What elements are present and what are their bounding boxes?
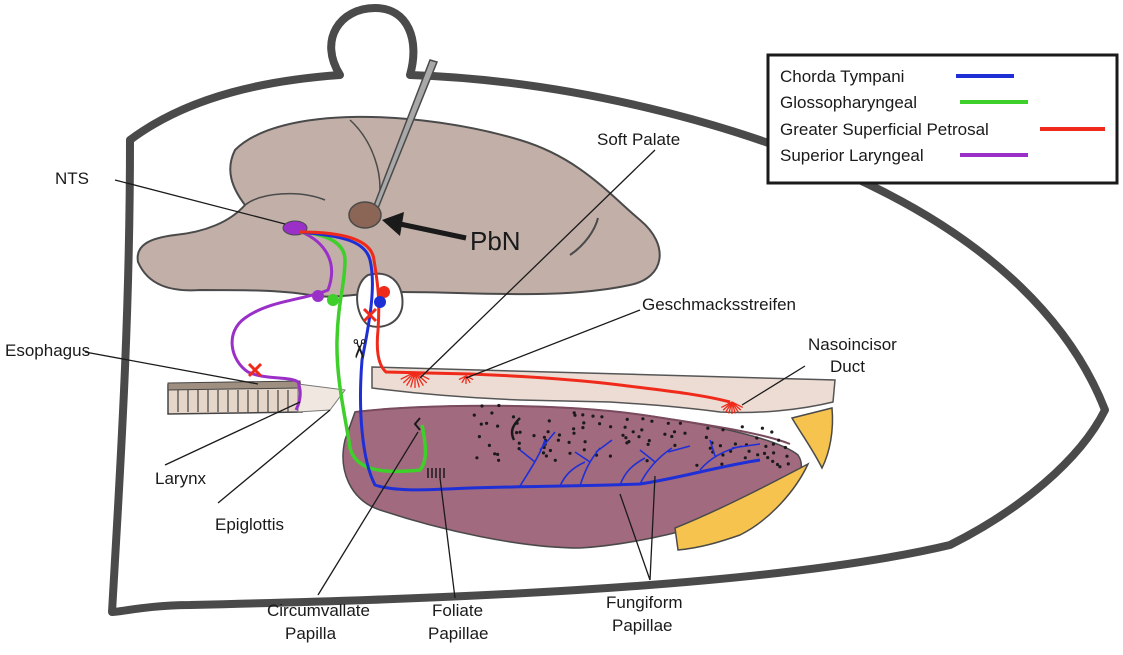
label-foliate-1: Foliate — [432, 601, 483, 620]
label-soft-palate: Soft Palate — [597, 130, 680, 149]
label-circumvallate-2: Papilla — [285, 624, 337, 643]
legend-label-superior-laryngeal: Superior Laryngeal — [780, 146, 924, 165]
label-epiglottis: Epiglottis — [215, 515, 284, 534]
chorda-tympani-ganglion — [374, 296, 386, 308]
label-nts: NTS — [55, 169, 89, 188]
label-pbn: PbN — [470, 226, 521, 256]
glossopharyngeal-ganglion — [327, 294, 339, 306]
label-esophagus: Esophagus — [5, 341, 90, 360]
label-fungiform-1: Fungiform — [606, 593, 683, 612]
scissors-icon: ✂ — [343, 338, 373, 360]
pbn-nucleus — [349, 202, 381, 228]
superior-laryngeal-ganglion — [312, 290, 324, 302]
label-nasoincisor-2: Duct — [830, 357, 865, 376]
legend-label-greater-superficial-petrosal: Greater Superficial Petrosal — [780, 120, 989, 139]
esophagus-tube — [168, 381, 345, 414]
label-foliate-2: Papillae — [428, 624, 489, 643]
label-fungiform-2: Papillae — [612, 616, 673, 635]
label-circumvallate-1: Circumvallate — [267, 601, 370, 620]
label-larynx: Larynx — [155, 469, 207, 488]
label-geschmacksstreifen: Geschmacksstreifen — [642, 295, 796, 314]
legend-label-chorda-tympani: Chorda Tympani — [780, 67, 904, 86]
label-nasoincisor-1: Nasoincisor — [808, 335, 897, 354]
legend-label-glossopharyngeal: Glossopharyngeal — [780, 93, 917, 112]
legend: Chorda Tympani Glossopharyngeal Greater … — [768, 55, 1117, 183]
